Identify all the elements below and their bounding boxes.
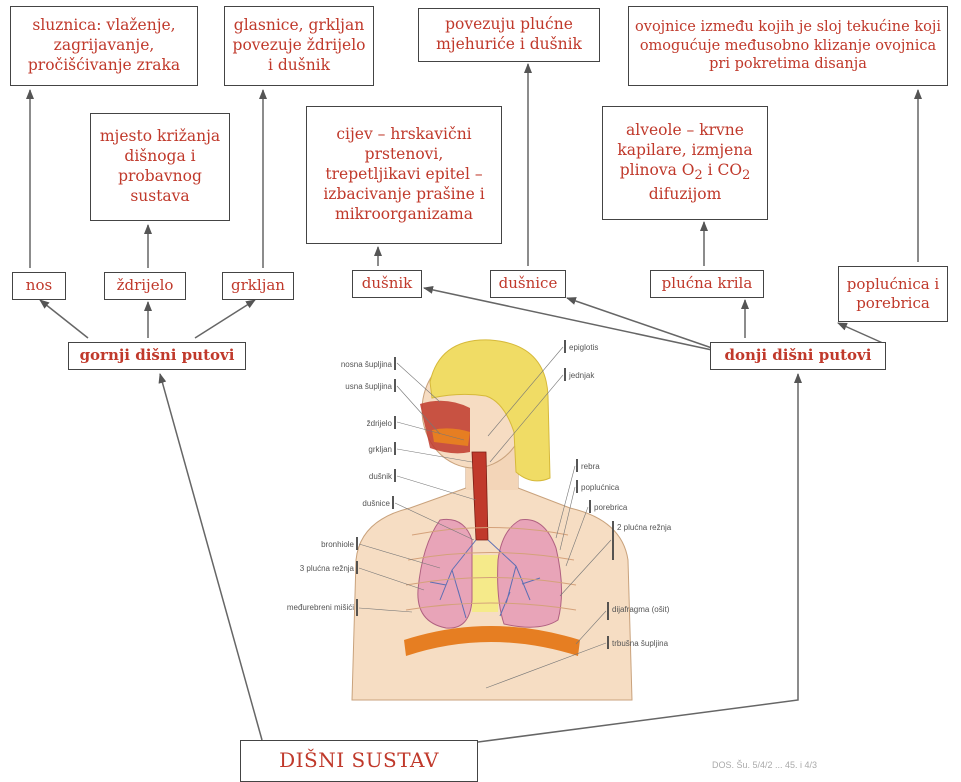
leader-line xyxy=(397,476,476,500)
label-zdrijelo-text: ždrijelo xyxy=(117,276,174,295)
arrow-donji-poplucnica xyxy=(838,323,885,344)
label-nos: nos xyxy=(12,272,66,300)
fig-label-rebra: rebra xyxy=(581,462,600,471)
group-donji: donji dišni putovi xyxy=(710,342,886,370)
label-dusnice-text: dušnice xyxy=(499,274,558,293)
group-gornji-text: gornji dišni putovi xyxy=(80,346,235,365)
box-povezuju-text: povezuju plućne mjehuriće i dušnik xyxy=(425,15,593,55)
fig-label-dusnice: dušnice xyxy=(362,499,390,508)
respiratory-figure: nosna šupljina usna šupljina ždrijelo gr… xyxy=(287,340,672,700)
fig-label-medjurebreni-misici: međurebreni mišići xyxy=(287,603,354,612)
fig-label-jednjak: jednjak xyxy=(568,371,595,380)
label-zdrijelo: ždrijelo xyxy=(104,272,186,300)
main-title: DIŠNI SUSTAV xyxy=(279,748,439,774)
group-donji-text: donji dišni putovi xyxy=(725,346,872,365)
fig-label-usna-supljina: usna šupljina xyxy=(345,382,392,391)
fig-label-zdrijelo: ždrijelo xyxy=(367,419,393,428)
label-poplucnica: poplućnica i porebrica xyxy=(838,266,948,322)
box-alveole: alveole – krvne kapilare, izmjena plinov… xyxy=(602,106,768,220)
fig-label-trbusna-supljina: trbušna šupljina xyxy=(612,639,669,648)
arrow-gornji-grkljan xyxy=(195,300,255,338)
label-poplucnica-text: poplućnica i porebrica xyxy=(843,275,943,313)
box-alveole-text-b: difuzijom xyxy=(649,185,722,203)
box-sluznica-text: sluznica: vlaženje, zagrijavanje, pročiš… xyxy=(17,16,191,75)
fig-label-porebrica: porebrica xyxy=(594,503,628,512)
box-glasnice-text: glasnice, grkljan povezuje ždrijelo i du… xyxy=(231,16,367,75)
fig-label-dijafragma: dijafragma (ošit) xyxy=(612,605,670,614)
label-grkljan: grkljan xyxy=(222,272,294,300)
fig-label-plucna-reznja-3: 3 plućna režnja xyxy=(300,564,355,573)
label-dusnik-text: dušnik xyxy=(362,274,413,293)
label-grkljan-text: grkljan xyxy=(231,276,285,295)
box-glasnice: glasnice, grkljan povezuje ždrijelo i du… xyxy=(224,6,374,86)
fig-label-poplucnica: poplućnica xyxy=(581,483,620,492)
fig-label-plucna-reznja-2: 2 plućna režnja xyxy=(617,523,672,532)
box-alveole-sub2: 2 xyxy=(742,168,750,183)
footer-text: DOS. Šu. 5/4/2 ... 45. i 4/3 xyxy=(712,760,817,770)
fig-label-bronhiole: bronhiole xyxy=(321,540,354,549)
fig-label-epiglotis: epiglotis xyxy=(569,343,598,352)
main-title-box: DIŠNI SUSTAV xyxy=(240,740,478,782)
box-povezuju: povezuju plućne mjehuriće i dušnik xyxy=(418,8,600,62)
box-mjesto: mjesto križanja dišnoga i probavnog sust… xyxy=(90,113,230,221)
fig-label-grkljan: grkljan xyxy=(368,445,392,454)
box-cijev-text: cijev – hrskavični prstenovi, trepetljik… xyxy=(315,125,493,224)
label-plucna-krila: plućna krila xyxy=(650,270,764,298)
box-sluznica: sluznica: vlaženje, zagrijavanje, pročiš… xyxy=(10,6,198,86)
label-dusnik: dušnik xyxy=(352,270,422,298)
nasal-cavity xyxy=(420,401,470,454)
box-ovojnice: ovojnice između kojih je sloj tekućine k… xyxy=(628,6,948,86)
arrow-main-gornji xyxy=(160,374,262,740)
box-alveole-text: alveole – krvne kapilare, izmjena plinov… xyxy=(611,121,759,204)
fig-label-nosna-supljina: nosna šupljina xyxy=(341,360,393,369)
box-alveole-text-mid: i CO xyxy=(703,161,742,179)
box-alveole-sub1: 2 xyxy=(694,168,702,183)
arrow-gornji-nos xyxy=(40,300,88,338)
group-gornji: gornji dišni putovi xyxy=(68,342,246,370)
fig-label-dusnik: dušnik xyxy=(369,472,393,481)
box-ovojnice-text: ovojnice između kojih je sloj tekućine k… xyxy=(635,18,941,74)
box-cijev: cijev – hrskavični prstenovi, trepetljik… xyxy=(306,106,502,244)
box-mjesto-text: mjesto križanja dišnoga i probavnog sust… xyxy=(99,127,221,206)
label-nos-text: nos xyxy=(26,276,52,295)
label-plucna-krila-text: plućna krila xyxy=(662,274,753,293)
label-dusnice: dušnice xyxy=(490,270,566,298)
